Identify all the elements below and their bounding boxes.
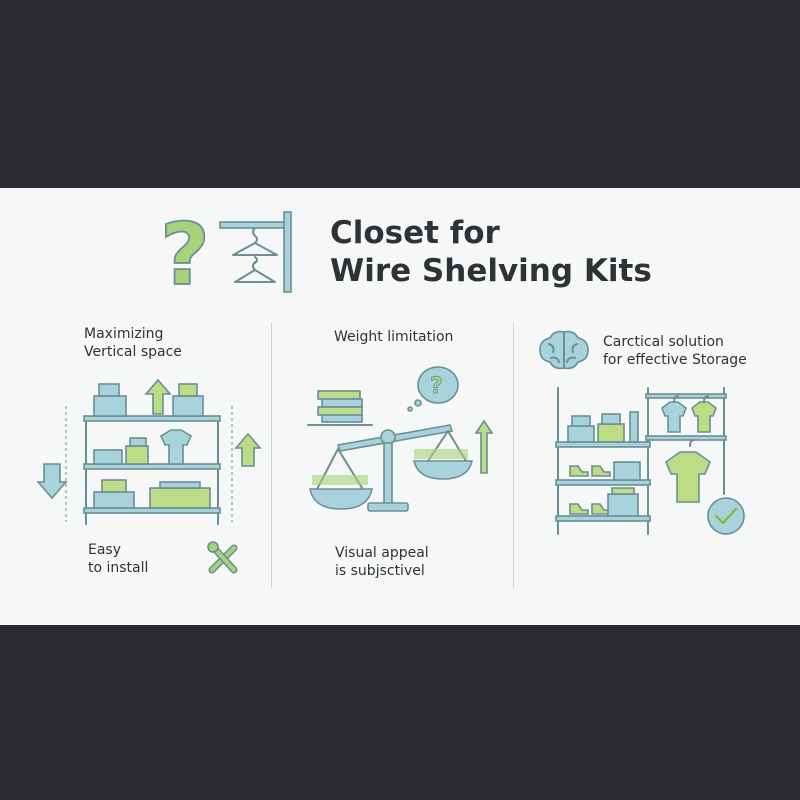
vertical-space-line-2: Vertical space bbox=[84, 344, 182, 360]
practical-line-2: for effective Storage bbox=[603, 352, 747, 368]
easy-install-line-2: to install bbox=[88, 560, 149, 576]
page-title: Closet for Wire Shelving Kits bbox=[330, 214, 652, 290]
wrench-screwdriver-icon bbox=[207, 541, 238, 574]
svg-text:?: ? bbox=[430, 374, 443, 399]
column-divider-2 bbox=[513, 322, 514, 588]
hanger-rail-icon bbox=[219, 211, 292, 293]
brain-icon bbox=[539, 330, 589, 370]
wire-shelf-icon bbox=[36, 378, 262, 525]
column-divider-1 bbox=[271, 322, 272, 588]
svg-text:?: ? bbox=[160, 206, 210, 298]
closet-shelf-icon bbox=[555, 387, 745, 535]
question-mark-icon: ? bbox=[159, 206, 211, 298]
weight-label: Weight limitation bbox=[334, 328, 453, 346]
top-letterbox bbox=[0, 0, 800, 188]
vertical-space-label: Maximizing Vertical space bbox=[84, 325, 182, 361]
bottom-letterbox bbox=[0, 625, 800, 800]
thought-question-icon: ? bbox=[407, 366, 459, 412]
easy-install-line-1: Easy bbox=[88, 542, 122, 558]
checkmark-icon bbox=[707, 497, 745, 535]
practical-solution-label: Carctical solution for effective Storage bbox=[603, 333, 747, 369]
title-line-2: Wire Shelving Kits bbox=[330, 253, 652, 289]
visual-appeal-line-2: is subjsctivel bbox=[335, 563, 425, 579]
visual-appeal-label: Visual appeal is subjsctivel bbox=[335, 544, 429, 580]
infographic-panel: ? Closet for Wire Shelving Kits Maximizi… bbox=[0, 188, 800, 625]
weight-line-1: Weight limitation bbox=[334, 329, 454, 345]
balance-scale-icon: ? bbox=[307, 366, 494, 512]
vertical-space-line-1: Maximizing bbox=[84, 326, 164, 342]
visual-appeal-line-1: Visual appeal bbox=[335, 545, 429, 561]
title-line-1: Closet for bbox=[330, 215, 500, 251]
practical-line-1: Carctical solution bbox=[603, 334, 724, 350]
easy-install-label: Easy to install bbox=[88, 541, 148, 577]
header-illustration: ? bbox=[159, 206, 292, 298]
